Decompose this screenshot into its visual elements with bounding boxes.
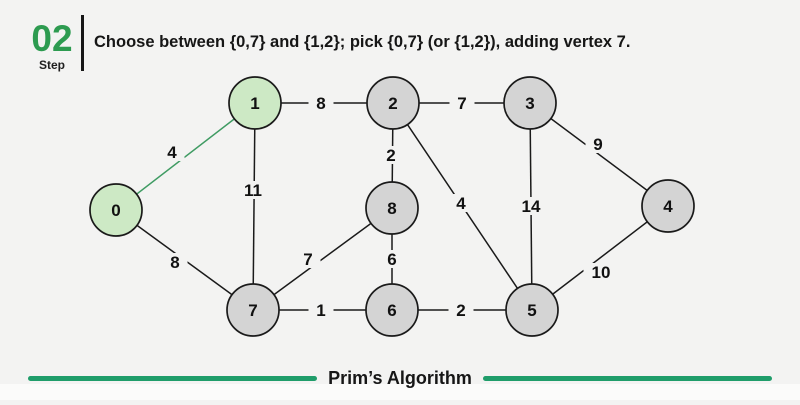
edge-weight-label-bg	[159, 143, 185, 161]
graph-node-label-0: 0	[111, 201, 120, 220]
footer-accent-line-left	[28, 376, 317, 381]
edge-weight-label-bg	[378, 146, 404, 164]
edge-weight-label-bg	[308, 301, 334, 319]
graph-node-3	[503, 76, 557, 130]
edge-weight-label-bg	[513, 197, 549, 215]
edge-weight-label: 14	[522, 197, 541, 216]
graph-edge-7-8	[252, 207, 393, 311]
edge-weight-label: 7	[457, 94, 466, 113]
edge-weight-label: 2	[386, 146, 395, 165]
edge-weight-label-bg	[448, 301, 474, 319]
graph-edge-4-5	[531, 205, 669, 311]
edge-weight-label: 8	[316, 94, 325, 113]
graph-node-7	[226, 283, 280, 337]
graph-node-label-5: 5	[527, 301, 536, 320]
graph-edge-0-1	[115, 102, 256, 211]
edge-weight-label-bg	[162, 253, 188, 271]
edge-weight-label-bg	[235, 181, 271, 199]
edge-weight-label: 8	[170, 253, 179, 272]
graph-node-label-6: 6	[387, 301, 396, 320]
graph-node-label-2: 2	[388, 94, 397, 113]
graph-node-0	[89, 183, 143, 237]
edge-weight-label: 1	[316, 301, 325, 320]
header: 02 Step Choose between {0,7} and {1,2}; …	[0, 0, 800, 80]
graph-node-label-8: 8	[387, 199, 396, 218]
footer-title: Prim’s Algorithm	[328, 368, 472, 388]
edge-weight-label-bg	[308, 94, 334, 112]
edge-weight-label-bg	[448, 194, 474, 212]
edge-weight-label-bg	[379, 250, 405, 268]
edge-weight-label: 4	[456, 194, 466, 213]
edge-weight-label-bg	[585, 135, 611, 153]
edge-weight-label: 9	[593, 135, 602, 154]
edge-weight-label: 10	[592, 263, 611, 282]
graph-node-label-4: 4	[663, 197, 673, 216]
graph-node-4	[641, 179, 695, 233]
edge-weight-label: 4	[167, 143, 177, 162]
graph-edge-1-7	[252, 102, 256, 311]
page-title: Choose between {0,7} and {1,2}; pick {0,…	[94, 33, 631, 51]
graph-node-6	[365, 283, 419, 337]
edge-weight-label: 6	[387, 250, 396, 269]
step-block: 02 Step	[26, 18, 78, 72]
edge-weight-label: 2	[456, 301, 465, 320]
edge-weight-label-bg	[295, 250, 321, 268]
step-label: Step	[38, 58, 65, 72]
graph-node-1	[228, 76, 282, 130]
graph-node-label-3: 3	[525, 94, 534, 113]
edge-weight-label-bg	[583, 263, 619, 281]
graph-node-label-1: 1	[250, 94, 259, 113]
footer-accent-line-right	[483, 376, 772, 381]
graph-edge-3-4	[529, 102, 669, 207]
graph-node-8	[365, 181, 419, 235]
graph-node-label-7: 7	[248, 301, 257, 320]
edge-weight-label-bg	[449, 94, 475, 112]
step-number: 02	[31, 18, 73, 59]
edge-weight-label: 7	[303, 250, 312, 269]
edge-weight-label: 11	[244, 181, 262, 200]
graph-node-2	[366, 76, 420, 130]
graph-node-5	[505, 283, 559, 337]
header-divider	[81, 15, 84, 71]
